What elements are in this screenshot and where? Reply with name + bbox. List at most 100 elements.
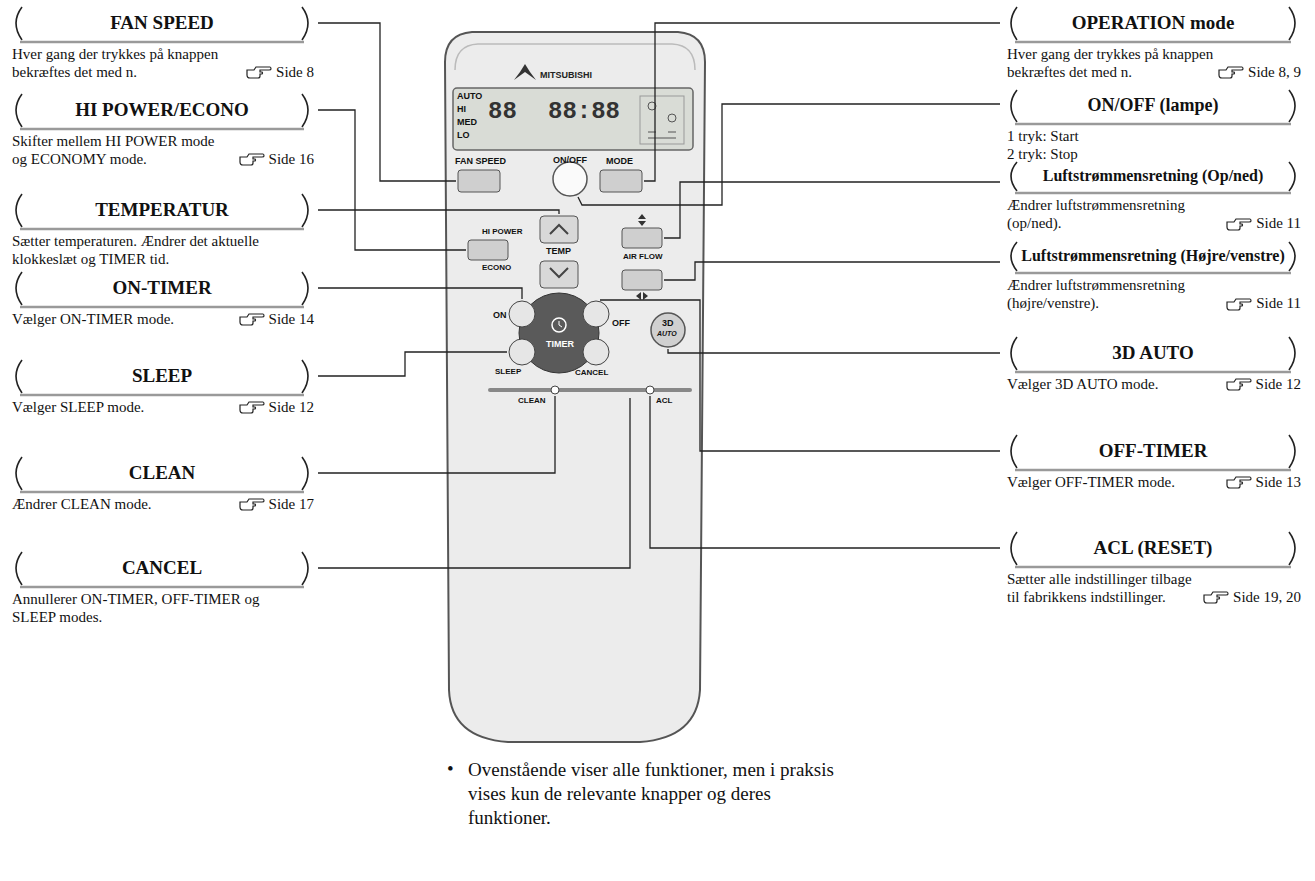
- callout-text: Vælger SLEEP mode.: [12, 398, 202, 416]
- callout-text: Ændrer luftstrømmensretning (op/ned).: [1007, 196, 1207, 232]
- bracket-left: [1011, 435, 1017, 468]
- band-underline: [1015, 41, 1291, 44]
- bracket-left: [16, 94, 22, 127]
- page-reference: Side 11: [1226, 295, 1301, 312]
- callout-text: 1 tryk: Start: [1007, 127, 1207, 145]
- callout-heading: CANCEL: [26, 557, 298, 579]
- housing-edge: [455, 44, 695, 70]
- callout-text: Hver gang der trykkes på knappen bekræft…: [1007, 45, 1217, 81]
- callout-body: Vælger ON-TIMER mode.: [12, 310, 227, 328]
- bracket-left: [1011, 162, 1017, 191]
- callout-heading: HI POWER/ECONO: [26, 99, 298, 121]
- band-underline: [1015, 272, 1291, 275]
- callout-heading: ON-TIMER: [26, 277, 298, 299]
- remote-label: ACL: [656, 396, 672, 405]
- callout-text: Sætter alle indstillinger tilbage til fa…: [1007, 570, 1203, 606]
- callout-body-row: 1 tryk: Start2 tryk: Stop: [1003, 123, 1303, 163]
- callout-body-row: Sætter temperaturen. Ændrer det aktuelle…: [8, 228, 316, 268]
- page-reference: Side 16: [239, 151, 314, 168]
- lcd-icons: [640, 96, 684, 144]
- callout-box: HI POWER/ECONO Skifter mellem HI POWER mo…: [8, 92, 316, 168]
- page-reference-text: Side 12: [269, 399, 314, 416]
- bracket-left: [1011, 242, 1017, 271]
- remote-label: ON/OFF: [553, 155, 587, 165]
- callout-body: Annullerer ON-TIMER, OFF-TIMER og SLEEP …: [12, 590, 282, 626]
- callout-heading: Luftstrømmensretning (Op/ned): [1021, 167, 1285, 185]
- callout-text: Vælger 3D AUTO mode.: [1007, 375, 1207, 393]
- hand-outline: [1227, 299, 1251, 310]
- bracket-right: [302, 552, 308, 585]
- page-reference-text: Side 19, 20: [1233, 589, 1301, 606]
- callout-body-row: Annullerer ON-TIMER, OFF-TIMER og SLEEP …: [8, 586, 316, 626]
- remote-label: OFF: [612, 318, 630, 328]
- remote-label: 3D: [662, 318, 674, 328]
- callout-band: CANCEL: [8, 550, 316, 586]
- remote-label: CANCEL: [575, 368, 608, 377]
- page-reference-text: Side 17: [269, 496, 314, 513]
- callout-heading: 3D AUTO: [1021, 342, 1285, 364]
- callout-box: TEMPERATUR Sætter temperaturen. Ændrer de…: [8, 192, 316, 268]
- leader-lines: [318, 23, 1000, 568]
- callout-body-row: Vælger ON-TIMER mode.Side 14: [8, 306, 316, 328]
- callout-body: Hver gang der trykkes på knappen bekræft…: [12, 45, 227, 81]
- callout-body: Vælger 3D AUTO mode.: [1007, 375, 1207, 393]
- remote-label: SLEEP: [495, 367, 521, 376]
- callout-body-row: Vælger OFF-TIMER mode. Side 13: [1003, 469, 1303, 491]
- off-timer-button: [583, 301, 609, 327]
- callout-band: ON/OFF (lampe): [1003, 88, 1303, 123]
- callout-text: Annullerer ON-TIMER, OFF-TIMER og SLEEP …: [12, 590, 282, 626]
- hand-outline: [240, 314, 264, 325]
- note-text: •: [447, 758, 454, 780]
- callout-box: ON-TIMER Vælger ON-TIMER mode.Side 14: [8, 270, 316, 328]
- page-reference: Side 11: [1226, 215, 1301, 232]
- page-reference: Side 19, 20: [1203, 589, 1301, 606]
- callout-band: TEMPERATUR: [8, 192, 316, 228]
- band-underline: [20, 586, 304, 589]
- callout-band: OFF-TIMER: [1003, 433, 1303, 469]
- bracket-right: [1289, 7, 1295, 40]
- remote-label: 88:88: [548, 98, 620, 126]
- callout-heading: ON/OFF (lampe): [1021, 95, 1285, 116]
- remote-label: AIR FLOW: [623, 252, 663, 261]
- bracket-right: [1289, 90, 1295, 122]
- bracket-left: [1011, 90, 1017, 122]
- bracket-left: [16, 552, 22, 585]
- bracket-right: [1289, 337, 1295, 370]
- remote-label: LO: [457, 130, 470, 140]
- callout-body-row: Hver gang der trykkes på knappen bekræft…: [1003, 41, 1303, 81]
- acl-button: [646, 386, 654, 394]
- callout-band: ON-TIMER: [8, 270, 316, 306]
- sleep-button: [509, 339, 535, 365]
- callout-box: CLEANÆndrer CLEAN mode.Side 17: [8, 455, 316, 513]
- page-reference-text: Side 11: [1256, 295, 1301, 312]
- bracket-right: [302, 94, 308, 127]
- callout-body: Vælger SLEEP mode.: [12, 398, 202, 416]
- callout-band: CLEAN: [8, 455, 316, 491]
- page-reference: Side 8: [246, 64, 314, 81]
- page-reference: Side 12: [239, 399, 314, 416]
- page-reference: Side 17: [239, 496, 314, 513]
- bracket-left: [16, 272, 22, 305]
- page-reference-text: Side 11: [1256, 215, 1301, 232]
- callout-text: Sætter temperaturen. Ændrer det aktuelle…: [12, 232, 302, 268]
- callout-box: SLEEPVælger SLEEP mode.Side 12: [8, 358, 316, 416]
- band-underline: [20, 228, 304, 231]
- callout-heading: FAN SPEED: [26, 12, 298, 34]
- hi-power-econo-button: [468, 240, 508, 260]
- remote-label: MODE: [606, 156, 633, 166]
- note-text: Ovenstående viser alle funktioner, men i…: [468, 758, 853, 829]
- bracket-right: [1289, 435, 1295, 468]
- page-reference: Side 13: [1226, 474, 1301, 491]
- remote-label: CLEAN: [518, 396, 546, 405]
- bracket-left: [16, 194, 22, 227]
- callout-body-row: Skifter mellem HI POWER mode og ECONOMY …: [8, 128, 316, 168]
- callout-box: CANCEL Annullerer ON-TIMER, OFF-TIMER og …: [8, 550, 316, 626]
- airflow-leftright-button: [622, 270, 662, 290]
- pointing-hand-icon: [1226, 376, 1252, 392]
- remote-label: TEMP: [546, 246, 571, 256]
- band-underline: [20, 128, 304, 131]
- callout-body: Vælger OFF-TIMER mode.: [1007, 473, 1207, 491]
- remote-label: FAN SPEED: [455, 156, 506, 166]
- page-reference-text: Side 13: [1256, 474, 1301, 491]
